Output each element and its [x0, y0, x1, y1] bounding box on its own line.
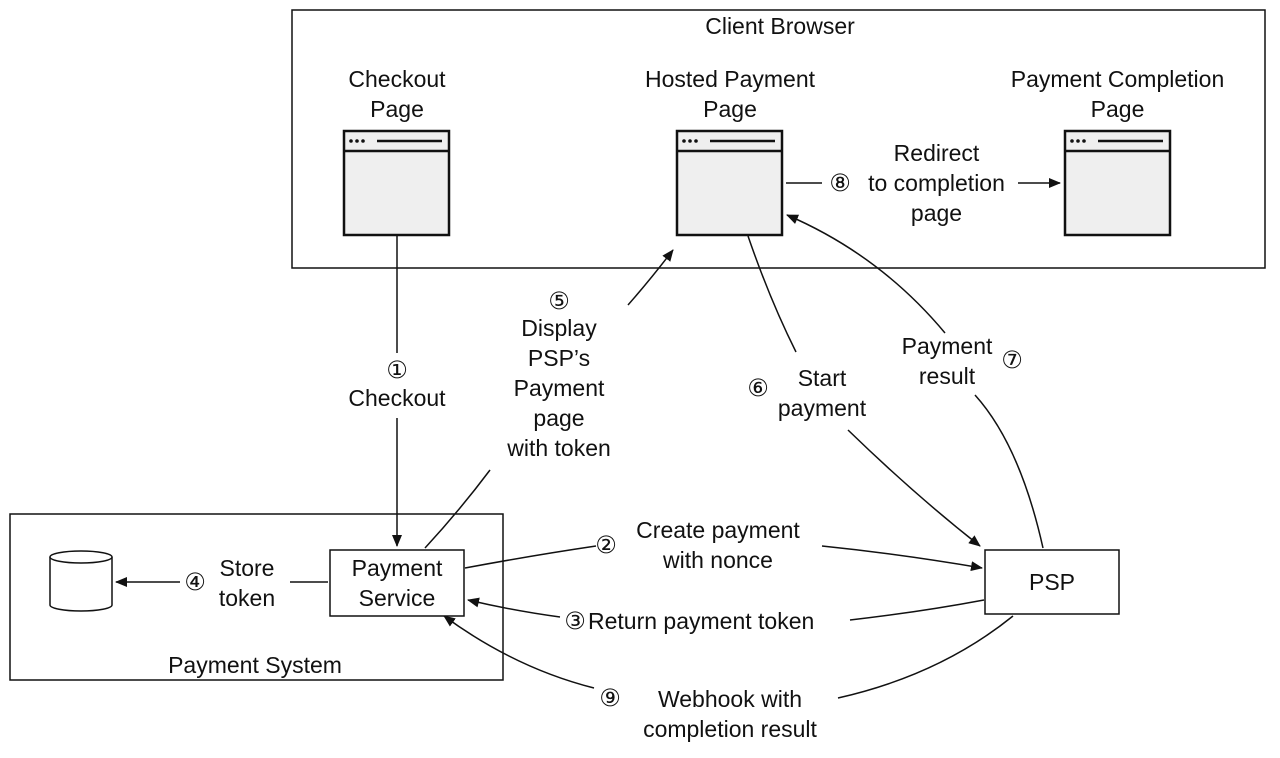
client-browser-box [291, 9, 1266, 269]
step-6-label: Start payment [777, 365, 867, 421]
arrow-step-3-b [467, 597, 561, 618]
payment-service-label: Payment Service [351, 555, 443, 611]
step-8-number: ⑧ [829, 169, 851, 197]
step-7-number: ⑦ [1001, 346, 1023, 374]
arrow-step-9-b [443, 615, 595, 689]
payment-completion-page-label: Payment Completion Page [1010, 66, 1225, 122]
arrow-step-6-a [747, 235, 797, 353]
payment-system-box [9, 513, 504, 681]
step-8-label: Redirect to completion page [868, 140, 1005, 226]
step-2-label: Create payment with nonce [636, 517, 800, 573]
arrow-step-9-a [837, 615, 1014, 699]
arrow-step-2-a [464, 545, 597, 569]
step-9-label: Webhook with completion result [643, 686, 817, 742]
step-1-label: Checkout [348, 385, 446, 411]
step-3-number: ③ [564, 607, 586, 635]
arrow-step-6-b [847, 429, 981, 547]
arrow-step-7-a [974, 394, 1044, 549]
step-6-number: ⑥ [747, 374, 769, 402]
step-2-number: ② [595, 531, 617, 559]
arrow-step-5-a [424, 469, 491, 549]
arrow-step-7-b [786, 214, 946, 334]
step-9-number: ⑨ [599, 684, 621, 712]
checkout-page-icon [342, 129, 451, 237]
step-5-label: Display PSP’s Payment page with token [507, 315, 611, 461]
step-5-number: ⑤ [548, 287, 570, 315]
step-1-number: ① [386, 356, 408, 384]
step-4-number: ④ [184, 568, 206, 596]
payment-service-box [329, 549, 465, 617]
store-token-label: Store token [218, 555, 276, 611]
arrow-step-5-b [627, 249, 674, 306]
payment-system-title: Payment System [168, 652, 342, 678]
step-7-label: Payment result [901, 333, 993, 389]
arrow-step-2-b [821, 545, 983, 572]
psp-label: PSP [1028, 569, 1076, 595]
client-browser-title: Client Browser [705, 13, 855, 39]
payment-completion-page-icon [1063, 129, 1172, 237]
arrow-step-3-a [849, 599, 985, 621]
psp-box [984, 549, 1120, 615]
hosted-payment-page-label: Hosted Payment Page [644, 66, 816, 122]
hosted-payment-page-icon [675, 129, 784, 237]
checkout-page-label: Checkout Page [348, 66, 446, 122]
database-icon [49, 550, 113, 612]
step-3-label: Return payment token [588, 608, 815, 634]
